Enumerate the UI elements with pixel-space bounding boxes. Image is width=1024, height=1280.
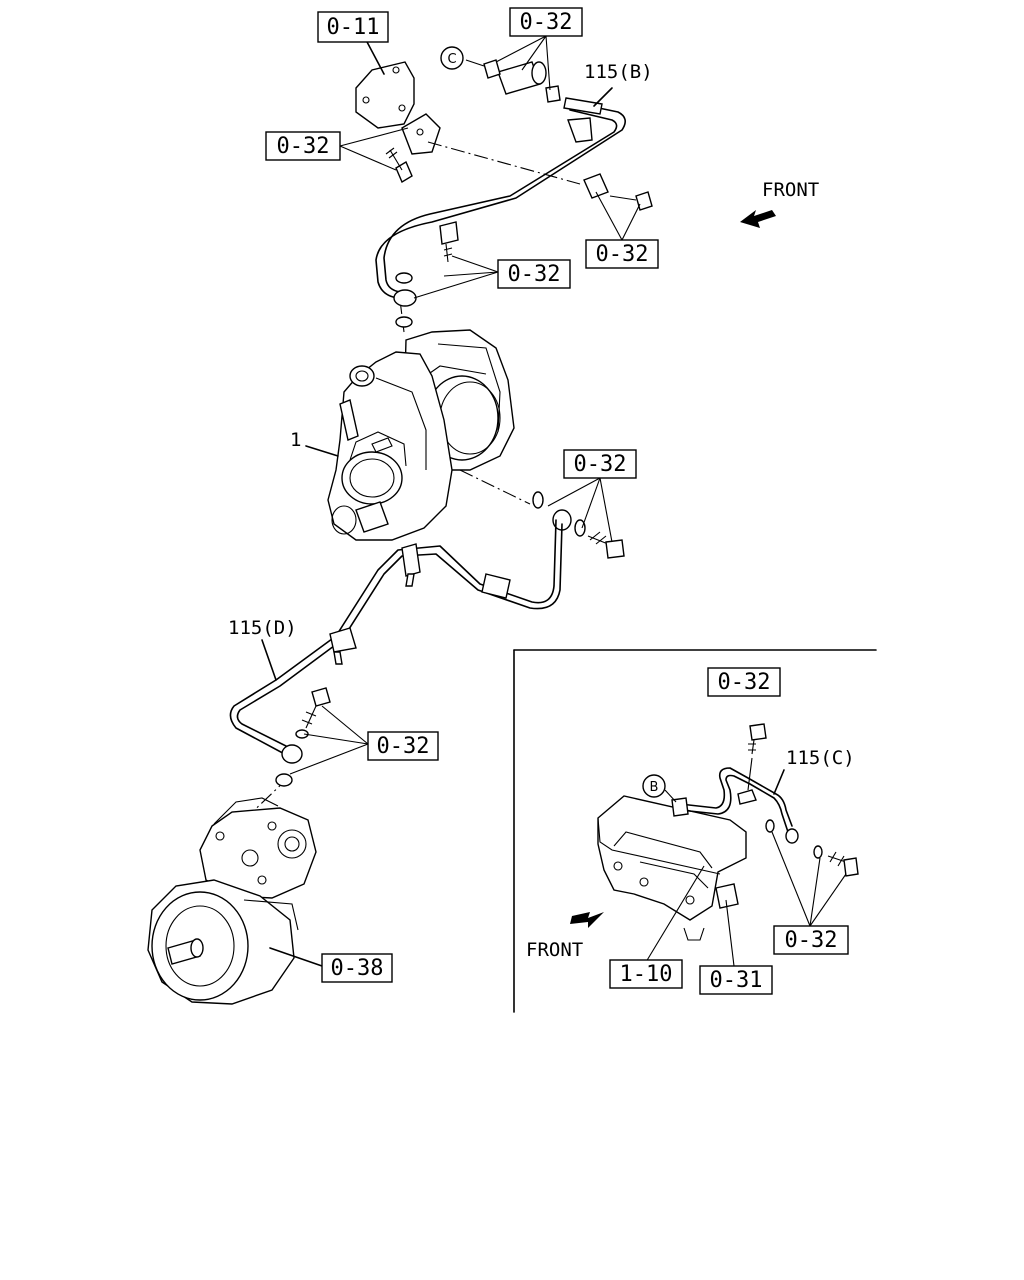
callout-0-32-inset-top: 0-32 bbox=[707, 667, 781, 697]
label-front-inset: FRONT bbox=[526, 939, 583, 961]
label-115d: 115(D) bbox=[228, 617, 297, 639]
callout-1-10-text: 1-10 bbox=[620, 962, 673, 987]
front-arrow-inset bbox=[570, 912, 604, 928]
callout-0-11: 0-11 bbox=[317, 11, 389, 43]
callout-0-38: 0-38 bbox=[321, 953, 393, 983]
clamp-bolt-right bbox=[583, 173, 653, 211]
callout-0-32-inset-top-text: 0-32 bbox=[718, 670, 771, 695]
circle-c-text: C bbox=[447, 52, 456, 67]
leader-lines bbox=[289, 35, 847, 967]
callout-1-10: 1-10 bbox=[609, 959, 683, 989]
banjo-bolt-turbo bbox=[532, 491, 625, 559]
callout-0-32-mid-text: 0-32 bbox=[508, 262, 561, 287]
callout-0-32-lower: 0-32 bbox=[367, 731, 439, 761]
callout-0-32-right: 0-32 bbox=[585, 239, 659, 269]
callout-0-32-right-text: 0-32 bbox=[596, 242, 649, 267]
inset-washer-bolt bbox=[765, 819, 859, 877]
hose-clamp-top bbox=[465, 59, 561, 103]
pipe-115b bbox=[375, 97, 626, 299]
callout-0-31: 0-31 bbox=[699, 965, 773, 995]
label-115b: 115(B) bbox=[584, 61, 653, 83]
callout-0-11-text: 0-11 bbox=[327, 15, 380, 40]
callout-0-38-text: 0-38 bbox=[331, 956, 384, 981]
callout-0-32-inset-right: 0-32 bbox=[773, 925, 849, 955]
bolt-upper-left bbox=[385, 147, 413, 184]
air-compressor bbox=[147, 797, 317, 1005]
callout-0-31-text: 0-31 bbox=[710, 968, 763, 993]
circle-c-marker: C bbox=[440, 46, 464, 70]
callout-0-32-inset-right-text: 0-32 bbox=[785, 928, 838, 953]
banjo-bolt-upper bbox=[393, 221, 459, 328]
label-front-main: FRONT bbox=[762, 179, 819, 201]
centerline-3 bbox=[459, 469, 531, 505]
pipe-115c bbox=[671, 767, 799, 844]
circle-b-text: B bbox=[650, 780, 659, 795]
callout-0-32-left: 0-32 bbox=[265, 131, 341, 161]
callout-0-32-top-text: 0-32 bbox=[520, 10, 573, 35]
front-arrow-main bbox=[740, 210, 776, 228]
callout-0-32-mid: 0-32 bbox=[497, 259, 571, 289]
inset-panel bbox=[513, 649, 877, 1013]
centerline-1 bbox=[427, 141, 581, 185]
callout-0-32-turbo: 0-32 bbox=[563, 449, 637, 479]
circle-b-marker: B bbox=[642, 774, 666, 798]
label-115c: 115(C) bbox=[786, 747, 855, 769]
inset-bracket bbox=[597, 795, 747, 941]
banjo-bolt-lower bbox=[275, 687, 331, 787]
turbocharger bbox=[327, 329, 515, 541]
callout-0-32-turbo-text: 0-32 bbox=[574, 452, 627, 477]
callout-0-32-left-text: 0-32 bbox=[277, 134, 330, 159]
callout-0-32-top: 0-32 bbox=[509, 7, 583, 37]
callout-0-32-lower-text: 0-32 bbox=[377, 734, 430, 759]
pipe-115d bbox=[229, 519, 563, 764]
label-part-1: 1 bbox=[290, 429, 301, 451]
inset-bolt-top bbox=[748, 723, 767, 755]
bracket-0-11 bbox=[355, 61, 441, 155]
